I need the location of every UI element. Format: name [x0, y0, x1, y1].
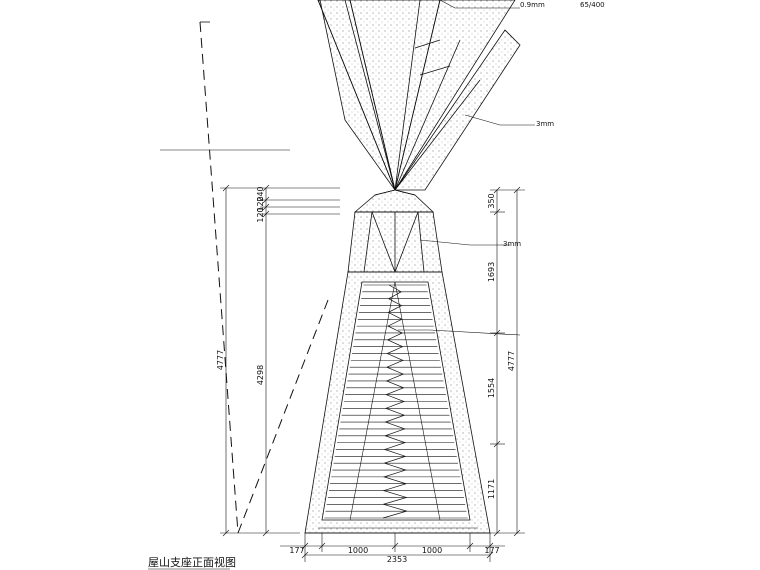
dim-left-4777: 4777 [216, 350, 225, 370]
dashed-diagonals [199, 21, 329, 534]
dim-left-240: 240 [256, 186, 265, 201]
dim-bottom-right-1000: 1000 [422, 546, 442, 555]
note-upper-panel: 3mm [536, 120, 554, 128]
note-middle-panel: 3mm [503, 240, 521, 248]
dim-left-120a: 120 [256, 196, 265, 211]
zigzag-bracing [382, 284, 409, 519]
dim-right-350: 350 [487, 193, 496, 208]
connection-node [353, 189, 435, 213]
slat-group [324, 284, 468, 519]
upper-arm-right [394, 0, 516, 191]
dim-left-4298: 4298 [256, 365, 265, 385]
dim-bottom-right-177: 177 [484, 546, 499, 555]
note-top-right-suffix: 65/400 [580, 1, 605, 9]
dim-right-total: 4777 [507, 351, 516, 371]
upper-arms [317, 0, 521, 191]
note-top-right: 0.9mm [520, 1, 545, 9]
dim-bottom-total: 2353 [387, 555, 407, 564]
drawing-title: 屋山支座正面视图 [148, 555, 236, 569]
dim-bottom-left-177: 177 [289, 546, 304, 555]
leaders [160, 0, 535, 336]
lower-body [304, 271, 491, 534]
zigzag-line [382, 284, 409, 519]
bottom-dimensions [280, 533, 505, 562]
dim-bottom-left-1000: 1000 [348, 546, 368, 555]
upper-trapezoid [347, 211, 443, 273]
upper-arm-lower-left [317, 0, 396, 191]
right-dimensions [490, 186, 525, 537]
left-dimensions [220, 184, 340, 537]
center-divider [349, 281, 441, 521]
dim-left-120b: 120 [256, 207, 265, 222]
dim-right-1693: 1693 [487, 262, 496, 282]
dim-right-1171: 1171 [487, 479, 496, 499]
dim-right-1554: 1554 [487, 378, 496, 398]
